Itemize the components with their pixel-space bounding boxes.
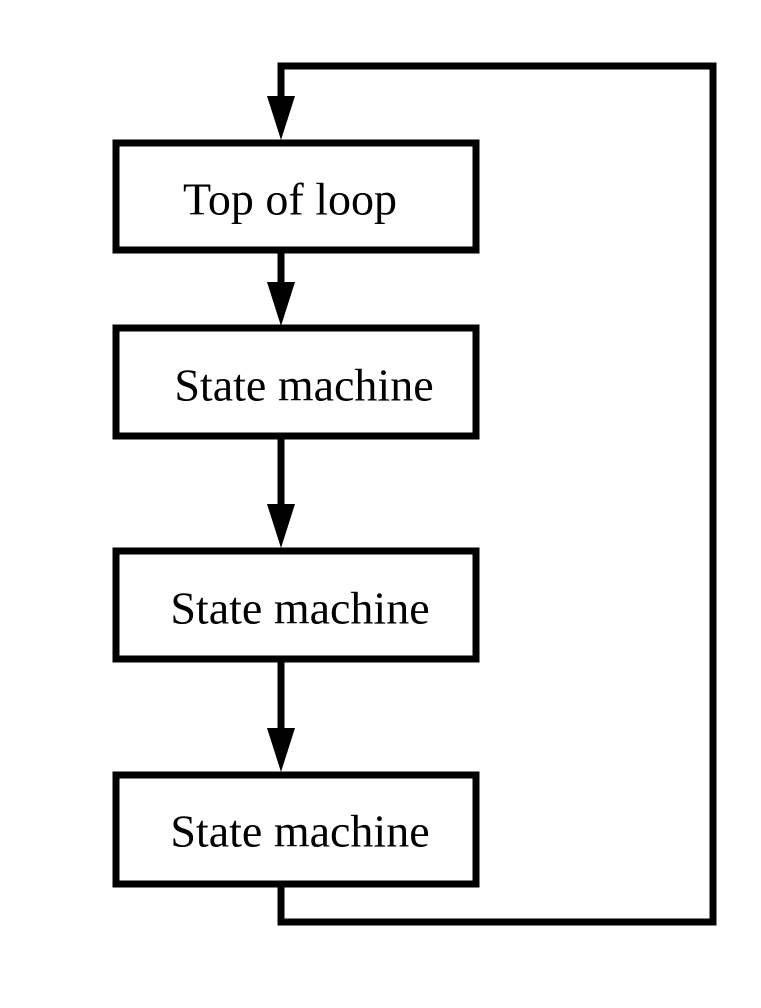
node-state-machine-3: State machine (112, 771, 480, 888)
node-state-machine-2: State machine (112, 547, 480, 663)
arrow-sm1-to-sm2-head (267, 504, 295, 548)
loop-back-arrowhead (267, 96, 295, 140)
node-state-machine-1: State machine (112, 324, 480, 440)
node-box-top-of-loop (112, 139, 480, 254)
node-box-state-machine-1 (112, 324, 480, 440)
arrow-sm2-to-sm3-head (267, 728, 295, 772)
arrow-top-to-sm1-head (267, 282, 295, 326)
loop-back-connector (277, 62, 717, 926)
node-label-top-of-loop: Top of loop (183, 174, 397, 225)
node-box-state-machine-3 (112, 771, 480, 888)
node-label-state-machine-1: State machine (174, 360, 433, 411)
node-box-state-machine-2 (112, 547, 480, 663)
node-top-of-loop: Top of loop (112, 139, 480, 254)
node-label-state-machine-3: State machine (170, 806, 429, 857)
node-label-state-machine-2: State machine (170, 583, 429, 634)
